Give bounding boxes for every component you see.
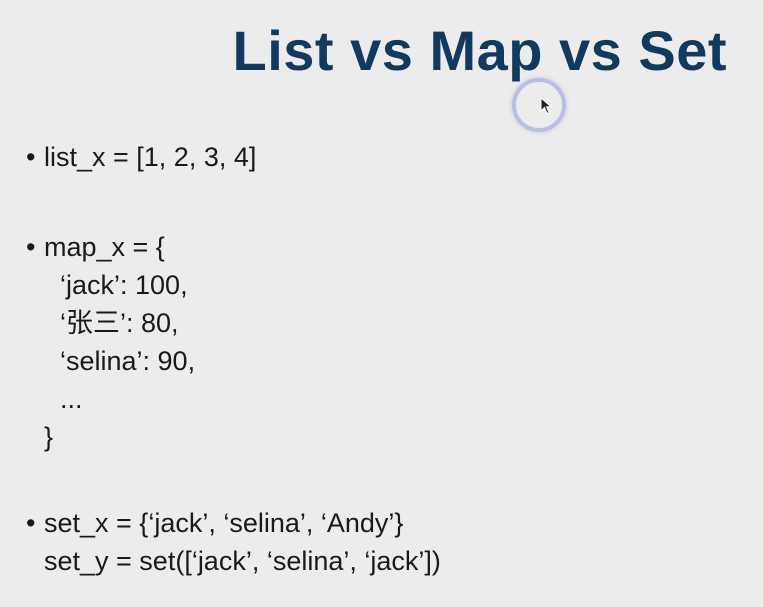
map-code-line-2: ‘jack’: 100, <box>60 270 188 300</box>
set-code-text-1: set_x = {‘jack’, ‘selina’, ‘Andy’} <box>44 508 404 538</box>
map-code-line-1: • map_x = { <box>26 228 195 266</box>
bullet-marker: • <box>26 142 36 172</box>
set-code-line-2: set_y = set([‘jack’, ‘selina’, ‘jack’]) <box>44 546 441 576</box>
list-code-line: • list_x = [1, 2, 3, 4] <box>26 138 256 176</box>
set-code-line-1: • set_x = {‘jack’, ‘selina’, ‘Andy’} <box>26 504 441 542</box>
list-code-text: list_x = [1, 2, 3, 4] <box>44 142 257 172</box>
map-code-text-1: map_x = { <box>44 232 165 262</box>
map-code-line-4: ‘selina’: 90, <box>60 346 196 376</box>
mouse-pointer-icon <box>540 97 553 115</box>
map-bullet: • map_x = { ‘jack’: 100, ‘张三’: 80, ‘selin… <box>26 228 195 456</box>
map-code-line-3: ‘张三’: 80, <box>60 308 179 338</box>
slide-title: List vs Map vs Set <box>232 19 727 82</box>
cursor-highlight-ring <box>512 78 566 132</box>
bullet-marker: • <box>26 232 36 262</box>
map-code-line-5: ... <box>60 384 83 414</box>
bullet-marker: • <box>26 508 36 538</box>
set-bullet: • set_x = {‘jack’, ‘selina’, ‘Andy’} set_… <box>26 504 441 580</box>
map-code-line-6: } <box>44 422 54 452</box>
list-bullet: • list_x = [1, 2, 3, 4] <box>26 138 256 176</box>
